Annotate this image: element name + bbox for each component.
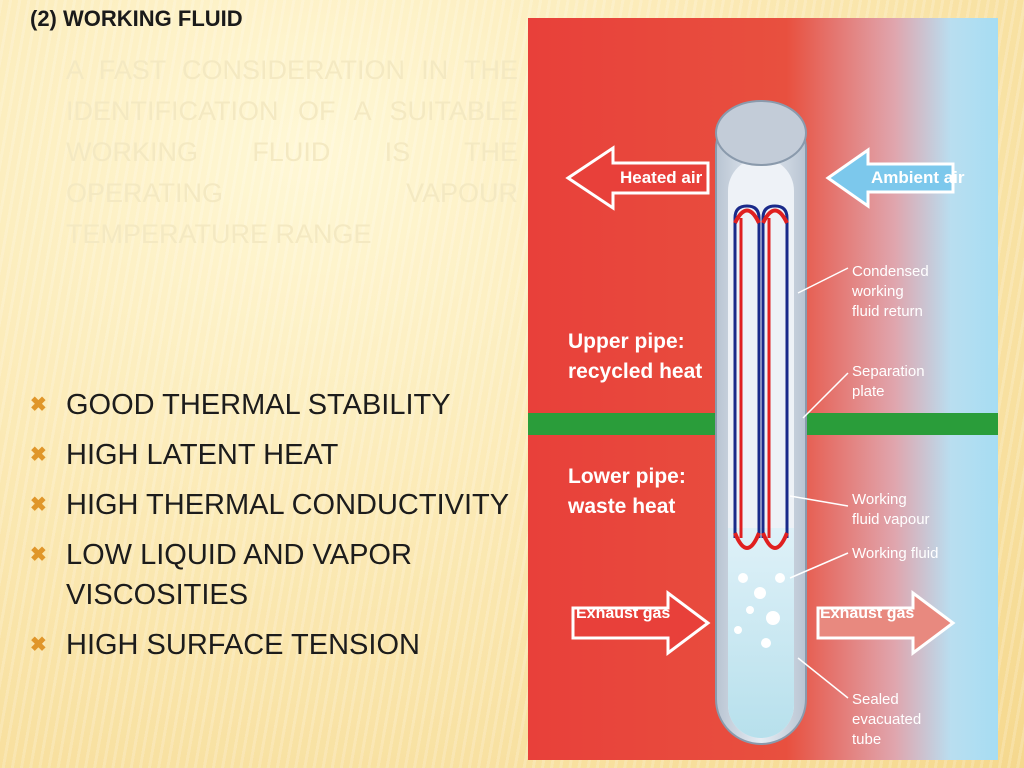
x-mark-icon: ✖ xyxy=(30,394,47,416)
bullet-item: ✖HIGH LATENT HEAT xyxy=(30,435,525,475)
upper-pipe-sub-label: recycled heat xyxy=(568,360,702,383)
lower-pipe-label: Lower pipe: xyxy=(568,465,686,488)
bubble xyxy=(738,573,748,583)
slide-title: (2) WORKING FLUID xyxy=(30,6,243,31)
vapour-label-2: fluid vapour xyxy=(852,511,930,528)
bullet-list: ✖GOOD THERMAL STABILITY ✖HIGH LATENT HEA… xyxy=(30,385,525,675)
separation-label-2: plate xyxy=(852,383,885,400)
exhaust-gas-in-arrow xyxy=(571,590,711,656)
lower-pipe-sub-label: waste heat xyxy=(567,495,675,518)
bottom-loop-right xyxy=(761,532,789,550)
upper-pipe-label: Upper pipe: xyxy=(568,330,685,353)
bubble xyxy=(761,638,771,648)
pointer-lines xyxy=(789,267,849,699)
ambient-air-arrow xyxy=(825,147,955,209)
heat-pipe-diagram: Heated air Ambient air Upper pipe: recyc… xyxy=(528,18,998,760)
x-mark-icon: ✖ xyxy=(30,634,47,656)
bubble xyxy=(746,606,754,614)
exhaust-gas-out-arrow xyxy=(816,590,956,656)
bottom-loop-left xyxy=(733,532,761,550)
bubble xyxy=(754,587,766,599)
working-fluid-label: Working fluid xyxy=(852,545,938,562)
separation-label: Separation xyxy=(852,363,925,380)
heated-air-arrow xyxy=(565,145,710,211)
vapour-label: Working xyxy=(852,491,907,508)
sealed-label: Sealed xyxy=(852,691,899,708)
condensed-label-3: fluid return xyxy=(852,303,923,320)
exhaust-gas-in-label: Exhaust gas xyxy=(576,605,670,622)
exhaust-gas-out-label: Exhaust gas xyxy=(820,605,914,622)
down-flow-right xyxy=(761,204,789,538)
sealed-label-3: tube xyxy=(852,731,881,748)
x-mark-icon: ✖ xyxy=(30,494,47,516)
heated-air-label: Heated air xyxy=(620,168,703,187)
bullet-item: ✖LOW LIQUID AND VAPOR VISCOSITIES xyxy=(30,535,525,615)
down-flow-left xyxy=(733,204,761,538)
condensed-label-2: working xyxy=(851,283,904,300)
top-loop-left xyxy=(733,208,761,224)
faded-intro-text: A FAST CONSIDERATION IN THE IDENTIFICATI… xyxy=(66,55,518,249)
flow-arrows xyxy=(733,204,789,648)
condensed-label: Condensed xyxy=(852,263,929,280)
sealed-tube xyxy=(715,100,807,745)
sealed-label-2: evacuated xyxy=(852,711,921,728)
x-mark-icon: ✖ xyxy=(30,544,47,566)
heat-pipe-svg: Heated air Ambient air Upper pipe: recyc… xyxy=(528,18,998,760)
bullet-item: ✖GOOD THERMAL STABILITY xyxy=(30,385,525,425)
top-loop-right xyxy=(761,208,789,224)
bullet-item: ✖HIGH THERMAL CONDUCTIVITY xyxy=(30,485,525,525)
tube-cap xyxy=(715,100,807,166)
ambient-air-label: Ambient air xyxy=(871,168,965,187)
x-mark-icon: ✖ xyxy=(30,444,47,466)
bubble xyxy=(766,611,780,625)
bullet-item: ✖HIGH SURFACE TENSION xyxy=(30,625,525,665)
bubble xyxy=(734,626,742,634)
bubble xyxy=(775,573,785,583)
